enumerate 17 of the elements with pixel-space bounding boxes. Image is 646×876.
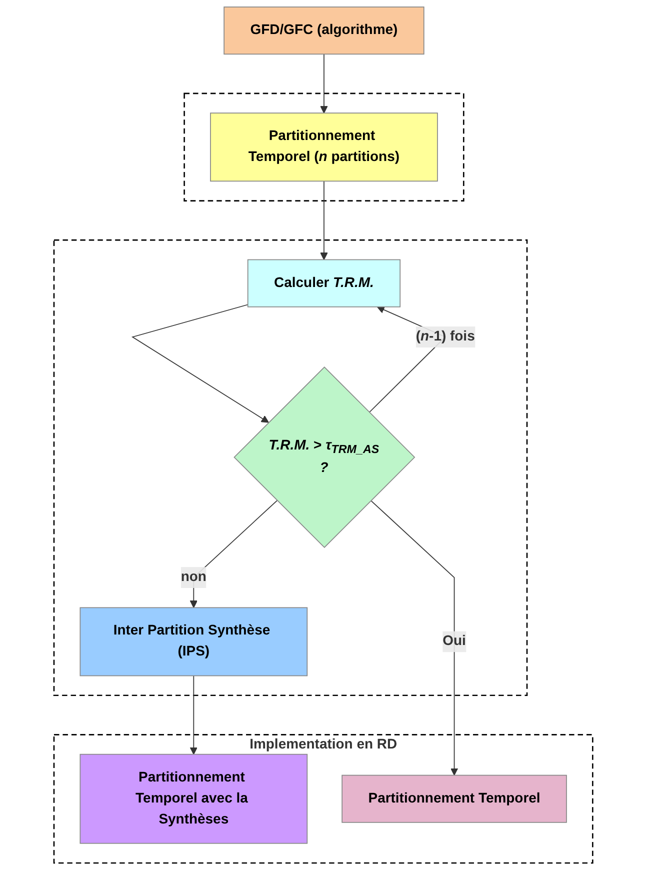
cluster [53,239,528,696]
arrow [320,54,328,114]
node-box: Inter Partition Synthèse (IPS) [79,607,308,676]
edge-label: non [180,570,206,585]
node-box: Calculer T.R.M. [247,259,400,308]
cluster [183,92,464,202]
node-box: Partitionnement Temporel avec la Synthèses [79,754,308,844]
node-box: Partitionnement Temporel (n partitions) [210,112,438,182]
edge-label: (n-1) fois [416,329,475,344]
arrow [370,500,458,776]
node-diamond: T.R.M. > τ$_{TRM_AS}$ ? [233,366,415,548]
node-box: GFD/GFC (algorithme) [223,6,424,55]
arrow [131,304,269,423]
arrow [320,180,328,260]
arrow [190,675,198,755]
edge-label: Oui [442,634,466,649]
node-box: Partitionnement Temporel [341,774,567,823]
